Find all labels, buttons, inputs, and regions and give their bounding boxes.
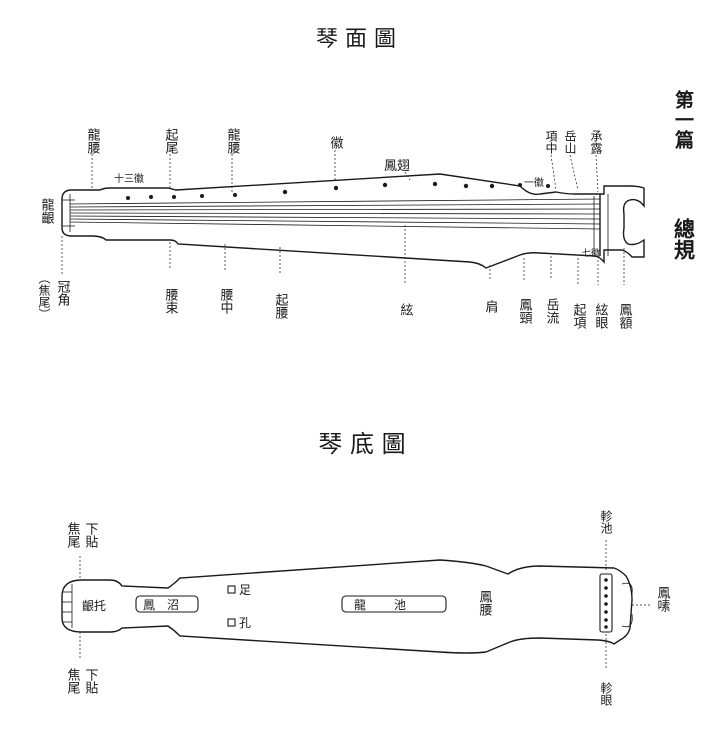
label-xiatie-bottom: 下貼 xyxy=(83,668,99,694)
label-qiyao: 起腰 xyxy=(273,293,289,319)
label-yinzhen: 齦托 xyxy=(82,599,106,613)
label-zu: 足 xyxy=(239,583,251,597)
side-heading-general-rules: 總規 xyxy=(672,217,697,260)
bottom-diagram-title: 琴 底 圖 xyxy=(318,430,405,458)
label-xianyan: 絃眼 xyxy=(593,302,609,329)
label-fenge: 鳳額 xyxy=(617,303,633,330)
fengzhao-sound-hole xyxy=(135,595,199,613)
label-xiangzhong: 項中 xyxy=(544,130,558,154)
label-jiaowei: （焦尾） xyxy=(37,272,51,320)
label-jian: 肩 xyxy=(483,299,499,313)
peg-eyes xyxy=(604,578,608,629)
label-jiaowei-bottom: 焦尾 xyxy=(65,668,81,695)
label-yueshan: 岳山 xyxy=(563,130,577,154)
qin-top-outline xyxy=(61,173,645,269)
label-xiatie-top: 下貼 xyxy=(83,522,99,548)
label-jiaowei-top: 焦尾 xyxy=(65,522,81,549)
longchi-sound-hole xyxy=(341,595,447,613)
label-zhenyan: 軫眼 xyxy=(599,681,613,706)
label-guanjiao: 冠角 xyxy=(55,280,71,307)
label-zhenchi: 軫池 xyxy=(599,509,613,534)
label-chenglu: 承露 xyxy=(589,130,603,154)
label-qihui: 七徽 xyxy=(582,247,600,259)
label-shisanhui: 十三徽 xyxy=(114,172,144,185)
label-hui: 徽 xyxy=(328,136,344,149)
qin-bottom-view xyxy=(61,559,633,654)
bottom-leaders xyxy=(79,540,650,668)
label-yaozhong: 腰中 xyxy=(218,288,234,314)
label-qiwei: 起尾 xyxy=(163,128,179,155)
label-fengshe: 鳳嗉 xyxy=(655,586,671,612)
label-longchi: 龍池 xyxy=(354,597,434,612)
label-fengchi: 鳳翅 xyxy=(384,158,410,174)
label-yueliu: 岳流 xyxy=(544,298,560,324)
label-kong: 孔 xyxy=(239,616,251,630)
label-qixiang: 起項 xyxy=(571,303,587,329)
qin-top-view xyxy=(61,173,645,269)
label-xian: 絃 xyxy=(398,302,414,316)
qin-bottom-outline xyxy=(61,559,633,654)
label-yihui: 一徽 xyxy=(524,176,544,189)
hui-markers xyxy=(126,181,550,200)
label-yaoshu: 腰束 xyxy=(163,288,179,314)
label-longyao2: 龍腰 xyxy=(225,127,241,154)
label-fengyao: 鳳腰 xyxy=(477,590,493,616)
label-fengzhao: 鳳沼 xyxy=(143,598,191,612)
label-longyao-top: 龍腰 xyxy=(85,127,101,154)
top-leaders xyxy=(61,150,625,285)
top-diagram-title: 琴 面 圖 xyxy=(316,27,396,52)
strings xyxy=(69,198,601,230)
label-fengjing: 鳳頸 xyxy=(517,298,533,324)
label-longyin: 龍齦 xyxy=(39,197,55,224)
side-heading-chapter: 第一篇 xyxy=(672,89,694,150)
